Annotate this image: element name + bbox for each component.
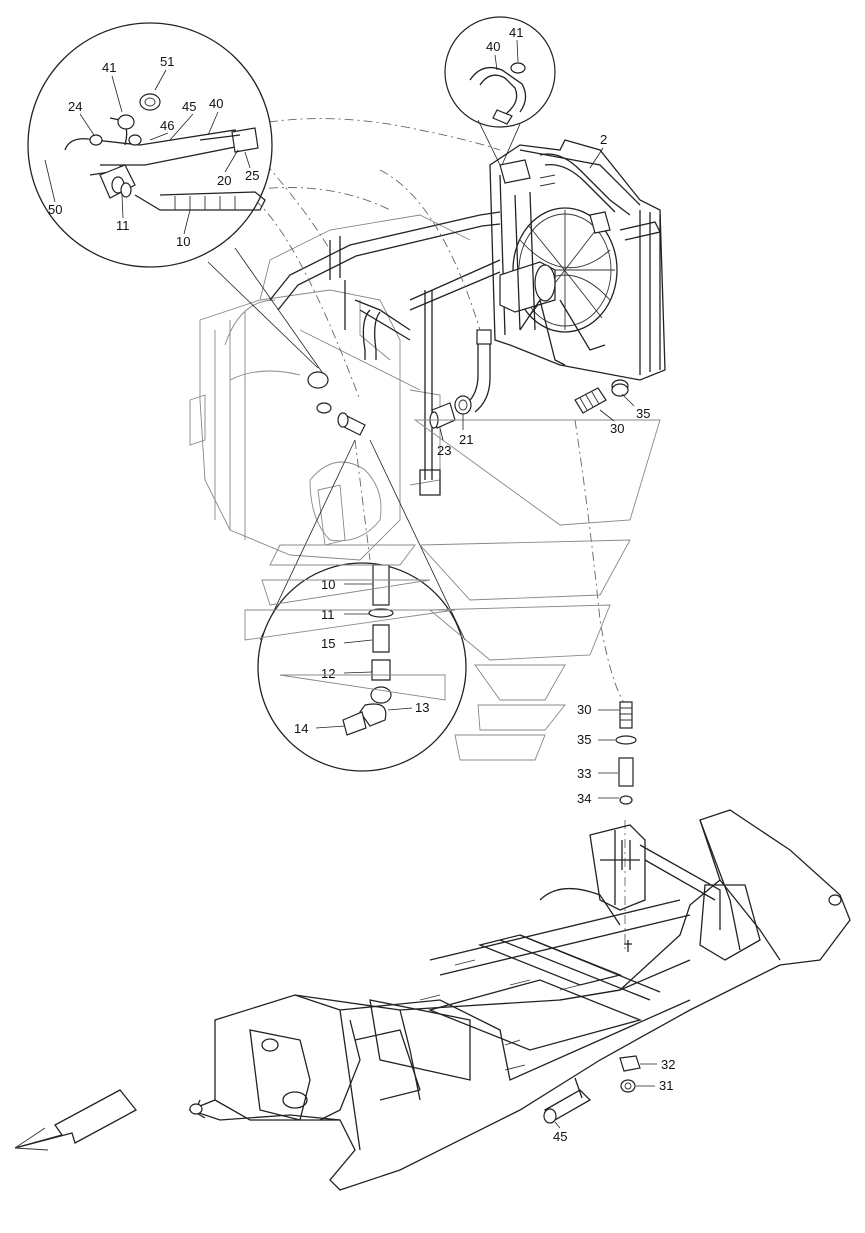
label-30: 30 [610,421,624,436]
cooler-fan-unit [489,139,666,393]
label-mid-10: 10 [321,577,335,592]
label-50: 50 [48,202,62,217]
label-41: 41 [509,25,523,40]
label-mid-14: 14 [294,721,308,736]
label-41b: 41 [102,60,116,75]
label-frame-45: 45 [553,1129,567,1144]
pipe-assembly [269,211,501,496]
chassis-frame [188,809,851,1191]
label-35: 35 [636,406,650,421]
label-right-30: 30 [577,702,591,717]
label-31: 31 [659,1078,673,1093]
label-mid-13: 13 [415,700,429,715]
label-24: 24 [68,99,82,114]
label-mid-12: 12 [321,666,335,681]
right-column-parts: 30 35 33 34 [577,701,637,806]
label-11: 11 [116,218,130,233]
fitting-23 [429,402,456,429]
label-40b: 40 [209,96,223,111]
label-20: 20 [217,173,231,188]
label-2: 2 [600,132,607,147]
label-51: 51 [160,54,174,69]
label-46: 46 [160,118,174,133]
label-mid-15: 15 [321,636,335,651]
watermark-shapes [244,419,661,761]
main-labels: 2 21 23 30 35 [437,132,650,458]
engine-ghost [189,214,471,561]
label-32: 32 [661,1057,675,1072]
direction-arrow-icon [14,1089,137,1151]
top-detail-callout: 40 41 [444,16,556,166]
label-25: 25 [245,168,259,183]
fitting-21 [454,395,472,415]
label-10: 10 [176,234,190,249]
label-mid-11: 11 [321,607,335,622]
label-45: 45 [182,99,196,114]
label-right-34: 34 [577,791,591,806]
label-40: 40 [486,39,500,54]
label-21: 21 [459,432,473,447]
middle-detail-callout: 10 11 15 12 13 14 [257,439,467,772]
label-right-35: 35 [577,732,591,747]
frame-labels: 32 31 45 [553,1057,675,1144]
left-detail-callout: 51 41 45 40 24 46 50 20 25 11 10 [27,22,323,373]
label-23: 23 [437,443,451,458]
dashed-routing [239,118,626,950]
label-right-33: 33 [577,766,591,781]
hose-30-upper [574,383,629,414]
